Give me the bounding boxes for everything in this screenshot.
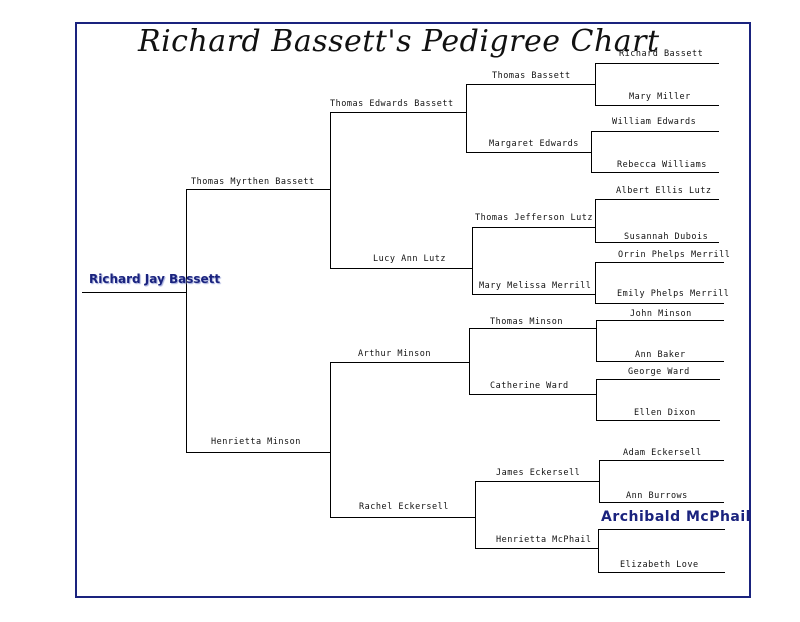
chart-border (75, 22, 751, 598)
connector-line (186, 189, 187, 453)
connector-line (598, 529, 725, 530)
connector-line (186, 189, 331, 190)
mother-name: Henrietta Minson (211, 437, 301, 447)
connector-line (469, 394, 597, 395)
father-name: Thomas Myrthen Bassett (191, 177, 315, 187)
connector-line (472, 227, 473, 295)
great-great-grandparent-name: Emily Phelps Merrill (617, 289, 730, 299)
great-great-grandparent-name: William Edwards (612, 117, 697, 127)
connector-line (595, 262, 596, 304)
connector-line (466, 84, 596, 85)
connector-line (330, 517, 476, 518)
connector-line (599, 460, 600, 503)
great-great-grandparent-name: Richard Bassett (619, 49, 704, 59)
great-grandparent-name: Thomas Minson (490, 317, 564, 327)
connector-line (330, 362, 470, 363)
connector-line (595, 199, 596, 243)
connector-line (469, 328, 470, 394)
great-grandparent-name: Thomas Jefferson Lutz (475, 213, 593, 223)
great-grandparent-name: James Eckersell (496, 468, 581, 478)
great-great-grandparent-name: Mary Miller (629, 92, 691, 102)
great-great-grandparent-name: John Minson (630, 309, 692, 319)
great-great-grandparent-name: Ann Baker (635, 350, 686, 360)
connector-line (595, 242, 719, 243)
paternal-grandfather-name: Thomas Edwards Bassett (330, 99, 454, 109)
great-great-grandparent-name: Ann Burrows (626, 491, 688, 501)
connector-line (596, 320, 597, 362)
great-grandparent-name: Margaret Edwards (489, 139, 579, 149)
connector-line (330, 112, 467, 113)
connector-line (330, 268, 473, 269)
connector-line (591, 172, 719, 173)
great-great-grandparent-name: Rebecca Williams (617, 160, 707, 170)
connector-line (595, 199, 719, 200)
connector-line (472, 294, 596, 295)
great-grandparent-name: Catherine Ward (490, 381, 569, 391)
connector-line (186, 452, 331, 453)
maternal-grandfather-name: Arthur Minson (358, 349, 432, 359)
connector-line (475, 481, 476, 549)
connector-line (596, 320, 724, 321)
root-person-name: Richard Jay Bassett (89, 272, 221, 286)
maternal-grandmother-name: Rachel Eckersell (359, 502, 449, 512)
great-great-grandparent-name: Ellen Dixon (634, 408, 696, 418)
connector-line (595, 63, 719, 64)
great-great-grandparent-name: Adam Eckersell (623, 448, 702, 458)
connector-line (595, 262, 724, 263)
paternal-grandmother-name: Lucy Ann Lutz (373, 254, 447, 264)
connector-line (598, 530, 599, 573)
great-grandparent-name: Thomas Bassett (492, 71, 571, 81)
connector-line (596, 420, 720, 421)
connector-line (82, 292, 187, 293)
great-grandparent-name: Mary Melissa Merrill (479, 281, 592, 291)
connector-line (475, 548, 599, 549)
connector-line (591, 131, 719, 132)
connector-line (466, 84, 467, 152)
connector-line (469, 328, 597, 329)
connector-line (596, 379, 597, 421)
great-great-grandparent-name: George Ward (628, 367, 690, 377)
connector-line (599, 460, 724, 461)
connector-line (591, 131, 592, 173)
connector-line (595, 63, 596, 106)
connector-line (475, 481, 600, 482)
connector-line (330, 362, 331, 518)
connector-line (595, 303, 724, 304)
highlighted-ancestor-name: Archibald McPhail (601, 509, 751, 525)
connector-line (472, 227, 596, 228)
connector-line (595, 105, 719, 106)
great-great-grandparent-name: Elizabeth Love (620, 560, 699, 570)
connector-line (596, 379, 720, 380)
great-great-grandparent-name: Susannah Dubois (624, 232, 709, 242)
connector-line (466, 152, 592, 153)
great-grandparent-name: Henrietta McPhail (496, 535, 592, 545)
great-great-grandparent-name: Albert Ellis Lutz (616, 186, 712, 196)
connector-line (598, 572, 725, 573)
connector-line (596, 361, 724, 362)
connector-line (330, 112, 331, 269)
connector-line (599, 502, 724, 503)
chart-title: Richard Bassett's Pedigree Chart (138, 24, 660, 59)
great-great-grandparent-name: Orrin Phelps Merrill (618, 250, 731, 260)
